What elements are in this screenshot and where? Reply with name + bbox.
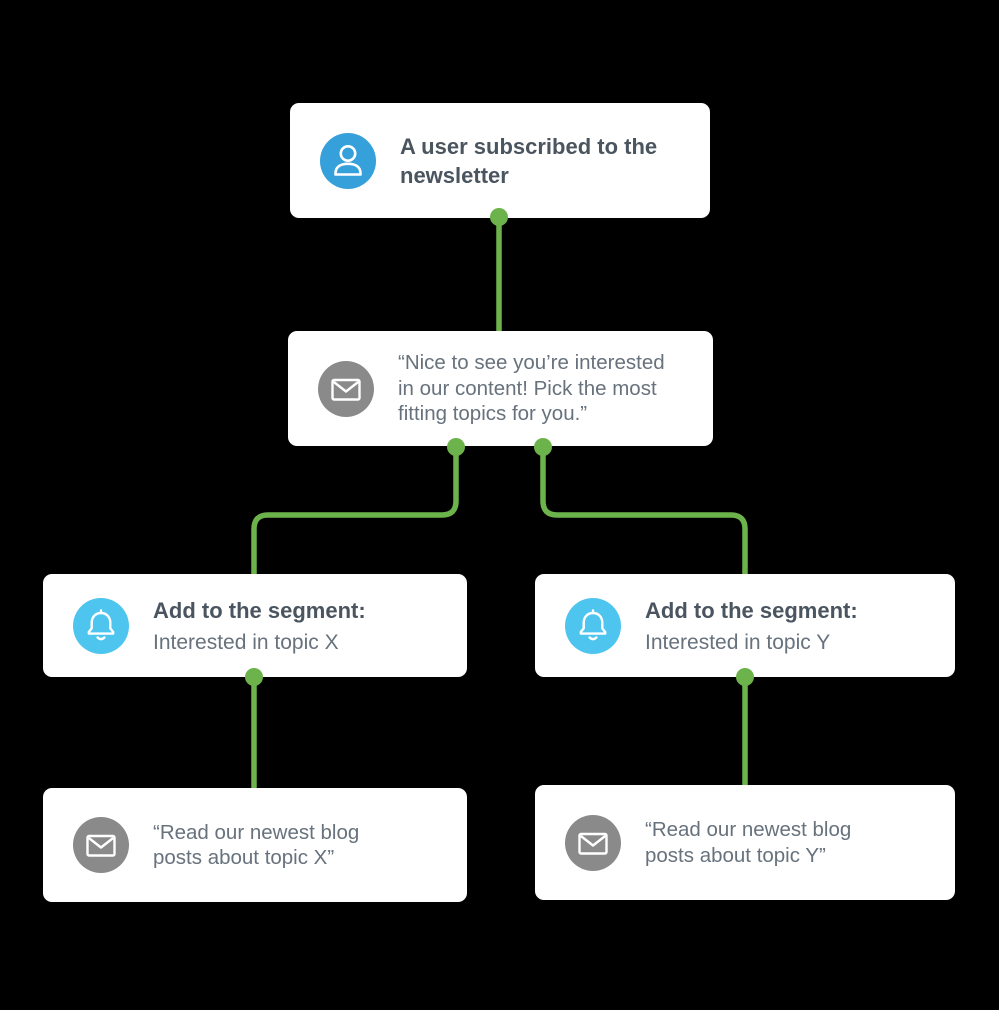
envelope-icon: [318, 360, 374, 417]
node-title: A user subscribed to the newsletter: [400, 133, 658, 188]
node-text: A user subscribed to the newsletter: [400, 132, 657, 190]
node-text: “Read our newest blog posts about topic …: [153, 820, 359, 871]
node-text: “Read our newest blog posts about topic …: [645, 817, 851, 868]
user-icon: [320, 132, 376, 189]
node-message: “Read our newest blog posts about topic …: [645, 818, 852, 867]
node-segment-topic-y[interactable]: Add to the segment: Interested in topic …: [535, 574, 955, 677]
node-subtitle: Interested in topic X: [153, 630, 339, 654]
node-message: “Read our newest blog posts about topic …: [153, 820, 360, 870]
node-segment-topic-x[interactable]: Add to the segment: Interested in topic …: [43, 574, 467, 677]
connector-line-email-to-segment-y: [540, 447, 748, 574]
node-text: “Nice to see you’re interested in our co…: [398, 350, 665, 427]
bell-icon: [73, 597, 129, 654]
bell-icon: [565, 597, 621, 654]
node-message: “Nice to see you’re interested in our co…: [398, 351, 665, 426]
node-title: Add to the segment:: [153, 597, 366, 623]
node-trigger-subscribed[interactable]: A user subscribed to the newsletter: [290, 103, 710, 218]
envelope-icon: [565, 814, 621, 871]
node-email-blog-topic-x[interactable]: “Read our newest blog posts about topic …: [43, 788, 467, 902]
node-text: Add to the segment: Interested in topic …: [153, 596, 366, 656]
node-title: Add to the segment:: [645, 597, 858, 623]
envelope-icon: [73, 817, 129, 873]
node-email-blog-topic-y[interactable]: “Read our newest blog posts about topic …: [535, 785, 955, 900]
node-text: Add to the segment: Interested in topic …: [645, 596, 858, 656]
node-email-pick-topics[interactable]: “Nice to see you’re interested in our co…: [288, 331, 713, 446]
connector-line-email-to-segment-x: [251, 447, 459, 574]
node-subtitle: Interested in topic Y: [645, 630, 831, 654]
